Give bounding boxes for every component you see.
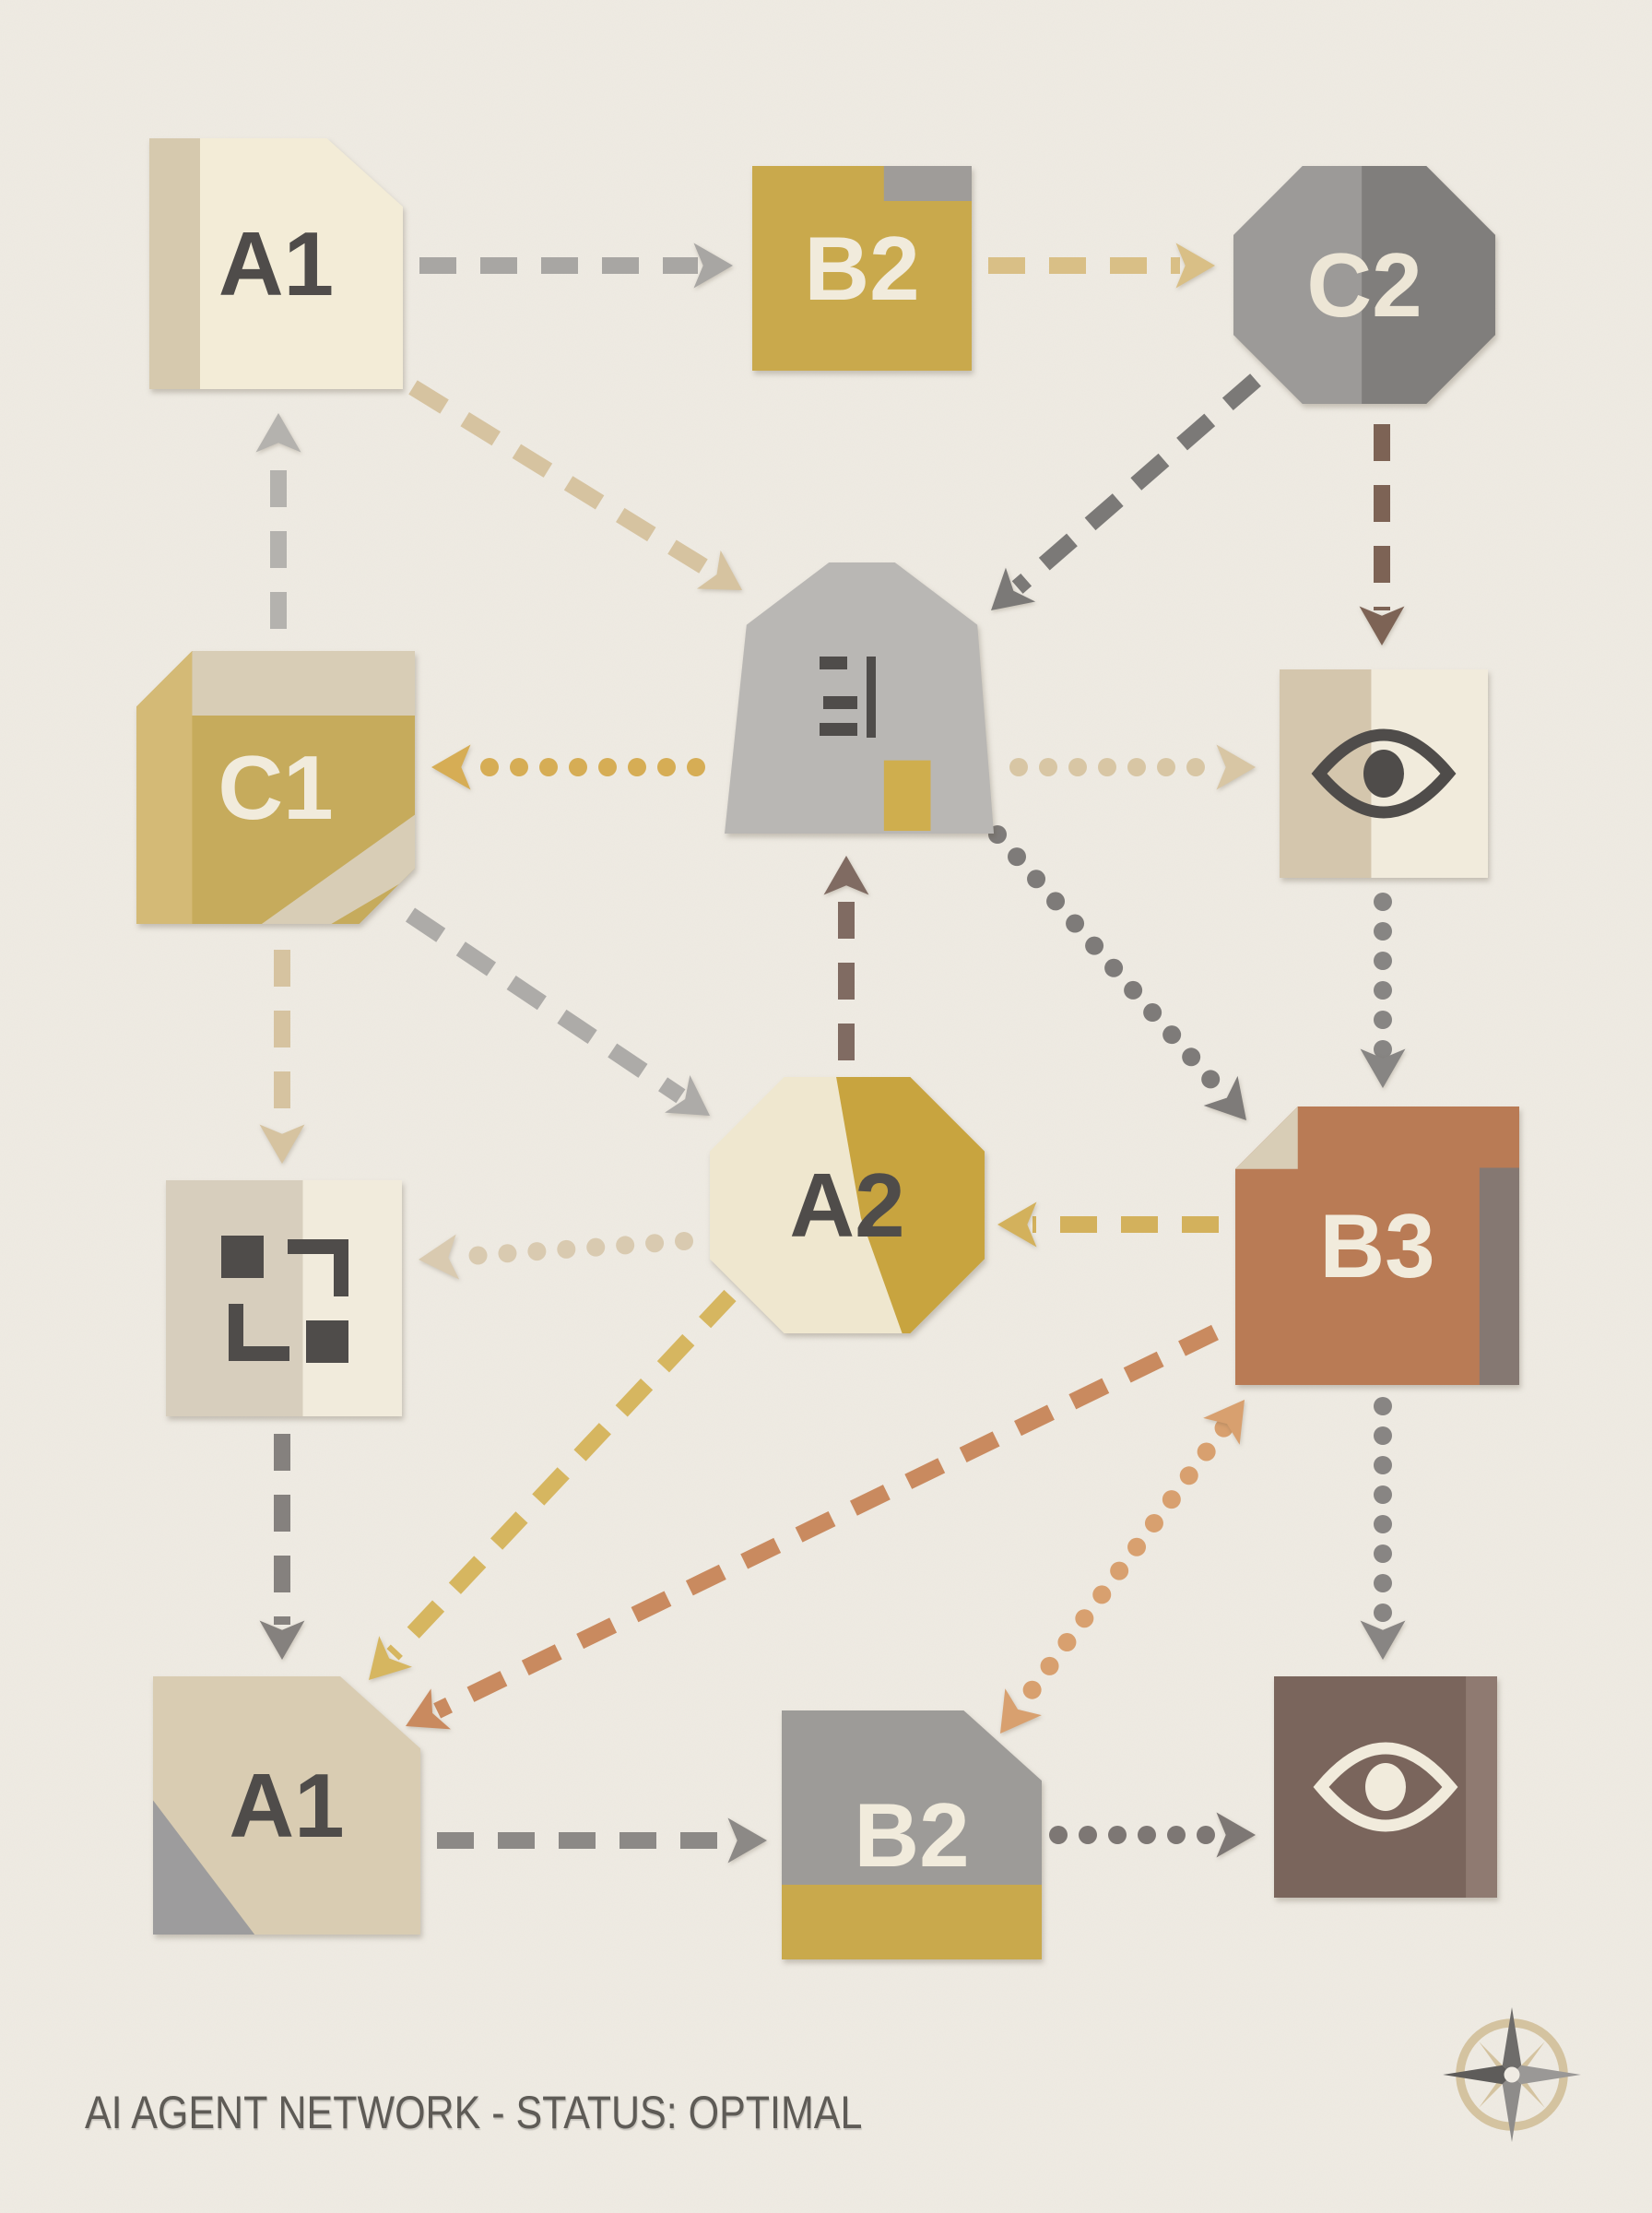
edge-a2-to-crop [419, 1232, 693, 1280]
edge-c2-to-summary [991, 373, 1261, 610]
node-label: A1 [218, 213, 334, 314]
compass-rose-icon [1443, 2006, 1581, 2143]
edge-b3-to-b2_bottom [1000, 1400, 1245, 1734]
node-eye-bottom[interactable] [1274, 1676, 1497, 1898]
arrowhead-icon [431, 744, 471, 790]
arrowhead-icon [991, 567, 1036, 610]
edge-a1_top-to-summary [408, 380, 742, 590]
dotted-connector [443, 1232, 693, 1267]
edge-b3-to-a1_bottom [406, 1324, 1219, 1730]
node-label: C1 [218, 737, 333, 838]
paper-accent [836, 1077, 985, 1333]
paper-accent [149, 138, 200, 389]
arrowhead-icon [419, 1234, 460, 1280]
node-label: B2 [854, 1784, 969, 1886]
arrowhead-icon [1216, 1812, 1256, 1858]
edge-crop-to-a1_bottom [259, 1434, 305, 1660]
edge-b2_top-to-c2 [988, 243, 1215, 289]
node-label: A2 [789, 1154, 904, 1256]
summary-list-icon [820, 657, 876, 738]
dotted-connector [1011, 1418, 1233, 1715]
edges-layer [255, 243, 1406, 1864]
arrowhead-icon [1360, 1048, 1406, 1088]
node-a1-bottom[interactable]: A1 [153, 1676, 420, 1935]
arrowhead-icon [1216, 744, 1256, 790]
arrowhead-icon [823, 856, 869, 895]
node-b2-bottom[interactable]: B2 [782, 1710, 1042, 1959]
paper-shape [149, 138, 403, 389]
arrowhead-icon [369, 1636, 412, 1680]
arrowhead-icon [259, 1124, 305, 1164]
node-label: B3 [1319, 1195, 1434, 1296]
paper-accent [1235, 1106, 1519, 1385]
arrowhead-icon [1175, 243, 1215, 289]
arrowhead-icon [1203, 1075, 1246, 1120]
arrowhead-icon [696, 550, 742, 590]
paper-accent [153, 1800, 255, 1935]
node-a2[interactable]: A2 [710, 1077, 985, 1333]
node-label: C2 [1306, 234, 1422, 336]
edge-c1-to-a2 [405, 907, 710, 1116]
edge-b3-to-eye_bottom [1360, 1397, 1406, 1660]
edge-a1_bottom-to-b2_bottom [437, 1817, 767, 1864]
dashed-connector [1011, 373, 1261, 594]
edge-c2-to-eye_mid [1359, 424, 1405, 645]
node-eye-mid[interactable] [1280, 669, 1488, 878]
dotted-connector [988, 825, 1233, 1104]
node-label: A1 [229, 1755, 344, 1856]
arrowhead-icon [693, 243, 733, 289]
node-summary[interactable] [725, 562, 995, 834]
eye-icon [1313, 1742, 1458, 1832]
paper-shape [153, 1676, 420, 1935]
dashed-connector [386, 1289, 737, 1661]
paper-shape [1235, 1106, 1519, 1385]
paper-accent [883, 166, 972, 201]
arrowhead-icon [1359, 606, 1405, 645]
network-status-title: AI AGENT NETWORK - STATUS: OPTIMAL [85, 2087, 863, 2138]
edge-c1-to-a1_top [255, 413, 301, 629]
edge-c1-to-crop [259, 950, 305, 1164]
paper-accent [782, 1885, 1042, 1959]
crop-focus-icon [221, 1236, 348, 1363]
arrowhead-icon [1203, 1400, 1245, 1445]
edge-summary-to-b3 [988, 825, 1246, 1120]
edge-a1_top-to-b2_top [419, 243, 733, 289]
dashed-connector [433, 1324, 1219, 1719]
edge-summary-to-c1 [431, 744, 705, 790]
edge-a2-to-summary [823, 856, 869, 1060]
arrowhead-icon [406, 1688, 451, 1730]
node-a1-top[interactable]: A1 [149, 138, 403, 389]
dashed-connector [405, 907, 686, 1104]
paper-shape [752, 166, 972, 371]
node-b3[interactable]: B3 [1235, 1106, 1530, 1391]
node-c2[interactable]: C2 [1233, 166, 1495, 404]
node-c1[interactable]: C1 [136, 651, 415, 924]
edge-b2_bottom-to-eye_bottom [1049, 1812, 1256, 1858]
arrowhead-icon [665, 1074, 710, 1116]
node-label: B2 [804, 218, 919, 319]
arrowhead-icon [1000, 1688, 1042, 1734]
paper-accent [166, 1180, 303, 1416]
paper-accent [1466, 1676, 1497, 1898]
node-b2-top[interactable]: B2 [752, 159, 976, 371]
edge-b3-to-a2 [997, 1201, 1219, 1248]
node-crop[interactable] [166, 1180, 402, 1416]
eye-icon [1311, 728, 1457, 819]
arrowhead-icon [997, 1201, 1037, 1248]
edge-eye_mid-to-b3 [1360, 893, 1406, 1088]
arrowhead-icon [259, 1620, 305, 1660]
arrowhead-icon [255, 413, 301, 453]
arrowhead-icon [727, 1817, 767, 1864]
arrowhead-icon [1360, 1620, 1406, 1660]
paper-shape [136, 651, 415, 924]
edge-summary-to-eye_mid [1009, 744, 1256, 790]
edge-a2-to-a1_bottom [369, 1289, 737, 1680]
